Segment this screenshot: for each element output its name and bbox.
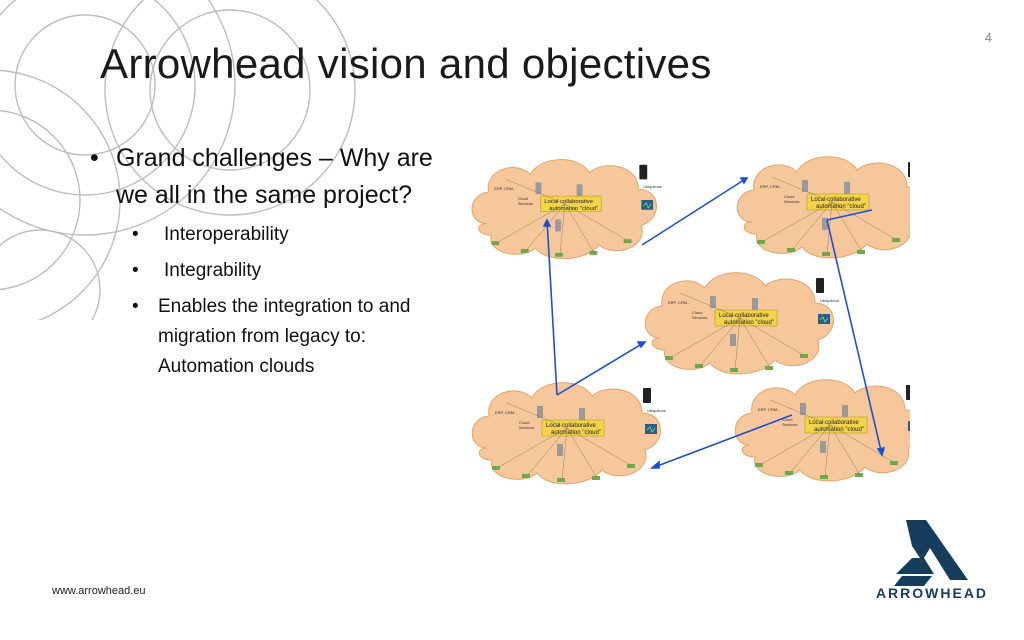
cloud-icon [734,379,910,482]
bullet-main-text: Grand challenges – Why are we all in the… [116,144,433,209]
sub-bullet-text: Enables the integration to and migration… [158,296,411,377]
bullet-dot: • [132,224,139,245]
footer-url: www.arrowhead.eu [52,585,146,597]
sub-bullet-integrability: • Integrability [90,256,450,286]
sub-bullet-interoperability: • Interoperability [90,220,450,250]
logo-text: ARROWHEAD [875,585,989,601]
bullet-dot: • [132,260,139,281]
automation-clouds-diagram: Local collaborative automation "cloud" U… [471,156,910,485]
cloud-icon [471,159,663,260]
sub-bullet-text: Interoperability [164,224,289,245]
bullet-dot: • [132,296,139,317]
sub-bullet-text: Integrability [164,260,262,281]
decorative-circles [0,0,356,320]
sub-bullet-migration: • Enables the integration to and migrati… [90,292,450,382]
cloud-icon [471,382,667,485]
cloud-icon [644,272,840,375]
page-number: 4 [984,30,992,45]
cloud-icon [736,156,910,259]
bullet-main: • Grand challenges – Why are we all in t… [90,140,450,214]
bullet-dot: • [90,144,99,172]
arrow-icon [542,177,886,469]
arrowhead-logo-icon [894,520,968,586]
bullet-list: • Grand challenges – Why are we all in t… [90,140,450,382]
slide-title: Arrowhead vision and objectives [100,40,712,87]
